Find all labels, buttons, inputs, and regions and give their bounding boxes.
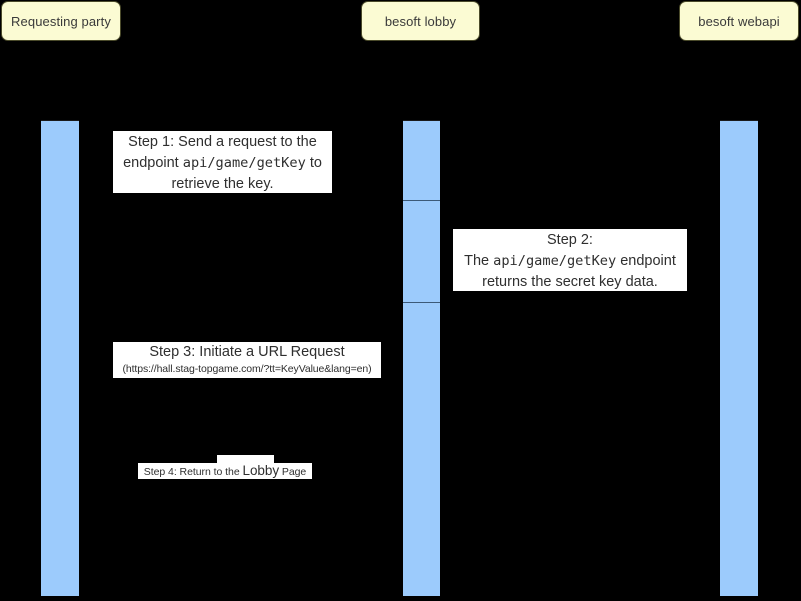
message-step2-line1: Step 2: xyxy=(547,232,593,248)
message-label-step3: Step 3: Initiate a URL Request (https://… xyxy=(113,342,381,378)
message-label-step2: Step 2: The api/game/getKey endpoint ret… xyxy=(453,229,687,291)
message-label-step4: Step 4: Return to the Lobby Page xyxy=(138,463,312,479)
message-step1-line2: endpoint api/game/getKey to xyxy=(113,153,332,174)
message-step2-endpoint-code: api/game/getKey xyxy=(493,253,617,269)
message-step1-line3: retrieve the key. xyxy=(171,176,274,192)
message-step1-line2-pre: endpoint xyxy=(123,155,179,171)
participant-label: besoft webapi xyxy=(698,13,780,29)
participant-besoft-webapi[interactable]: besoft webapi xyxy=(679,1,799,41)
message-step1-line2-post: to xyxy=(309,155,322,171)
message-step4-suffix: Page xyxy=(279,466,307,478)
message-step3-url: (https://hall.stag-topgame.com/?tt=KeyVa… xyxy=(122,363,372,375)
participant-requesting-party[interactable]: Requesting party xyxy=(1,1,121,41)
activation-bar-besoft-webapi xyxy=(720,120,758,596)
participant-besoft-lobby[interactable]: besoft lobby xyxy=(361,1,480,41)
message-label-step1: Step 1: Send a request to the endpoint a… xyxy=(113,131,332,193)
message-step2-line2-pre: The xyxy=(464,253,490,269)
participant-label: besoft lobby xyxy=(384,13,457,29)
message-step2-line3: returns the secret key data. xyxy=(482,274,658,290)
activation-bar-besoft-lobby-segment-1 xyxy=(403,120,440,200)
message-step4-prefix: Step 4: Return to the xyxy=(143,466,243,478)
activation-bar-besoft-lobby-segment-2 xyxy=(403,200,440,302)
message-step3-line1: Step 3: Initiate a URL Request xyxy=(149,344,345,360)
message-step4-emphasis: Lobby xyxy=(242,463,280,478)
message-step2-line2-post: endpoint xyxy=(620,253,676,269)
activation-bar-besoft-lobby-segment-3 xyxy=(403,302,440,596)
participant-label: Requesting party xyxy=(11,13,111,29)
message-step1-line1: Step 1: Send a request to the xyxy=(128,134,317,150)
message-label-step4-notch xyxy=(217,455,274,463)
message-step1-endpoint-code: api/game/getKey xyxy=(182,155,306,171)
activation-bar-requesting-party xyxy=(41,120,79,596)
message-step2-line2: The api/game/getKey endpoint xyxy=(453,251,687,272)
